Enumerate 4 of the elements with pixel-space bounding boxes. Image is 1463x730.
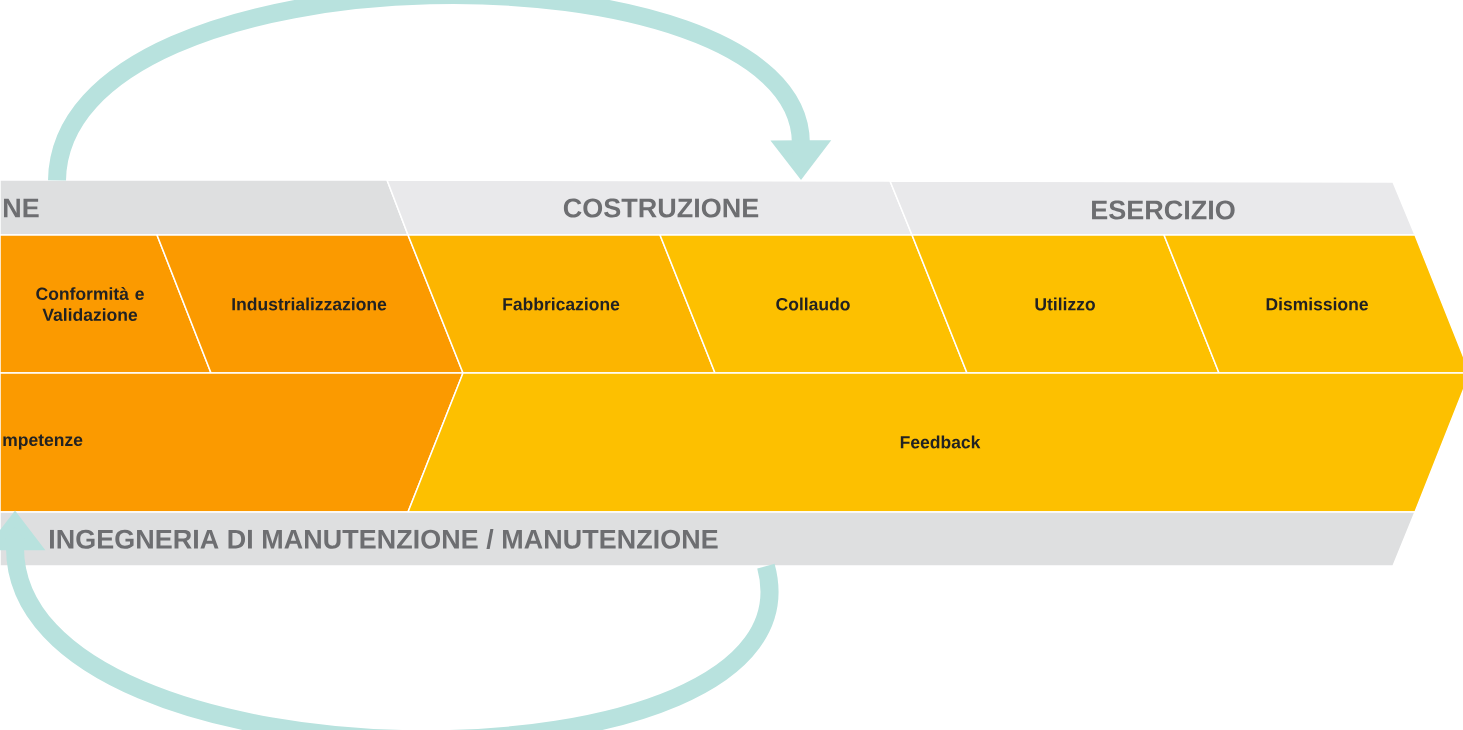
node-label: Dismissione <box>1266 297 1368 311</box>
cycle-arrow <box>48 0 832 183</box>
process-step: Conformità e Validazione <box>0 234 213 374</box>
phase-header-band: NE <box>0 179 410 236</box>
